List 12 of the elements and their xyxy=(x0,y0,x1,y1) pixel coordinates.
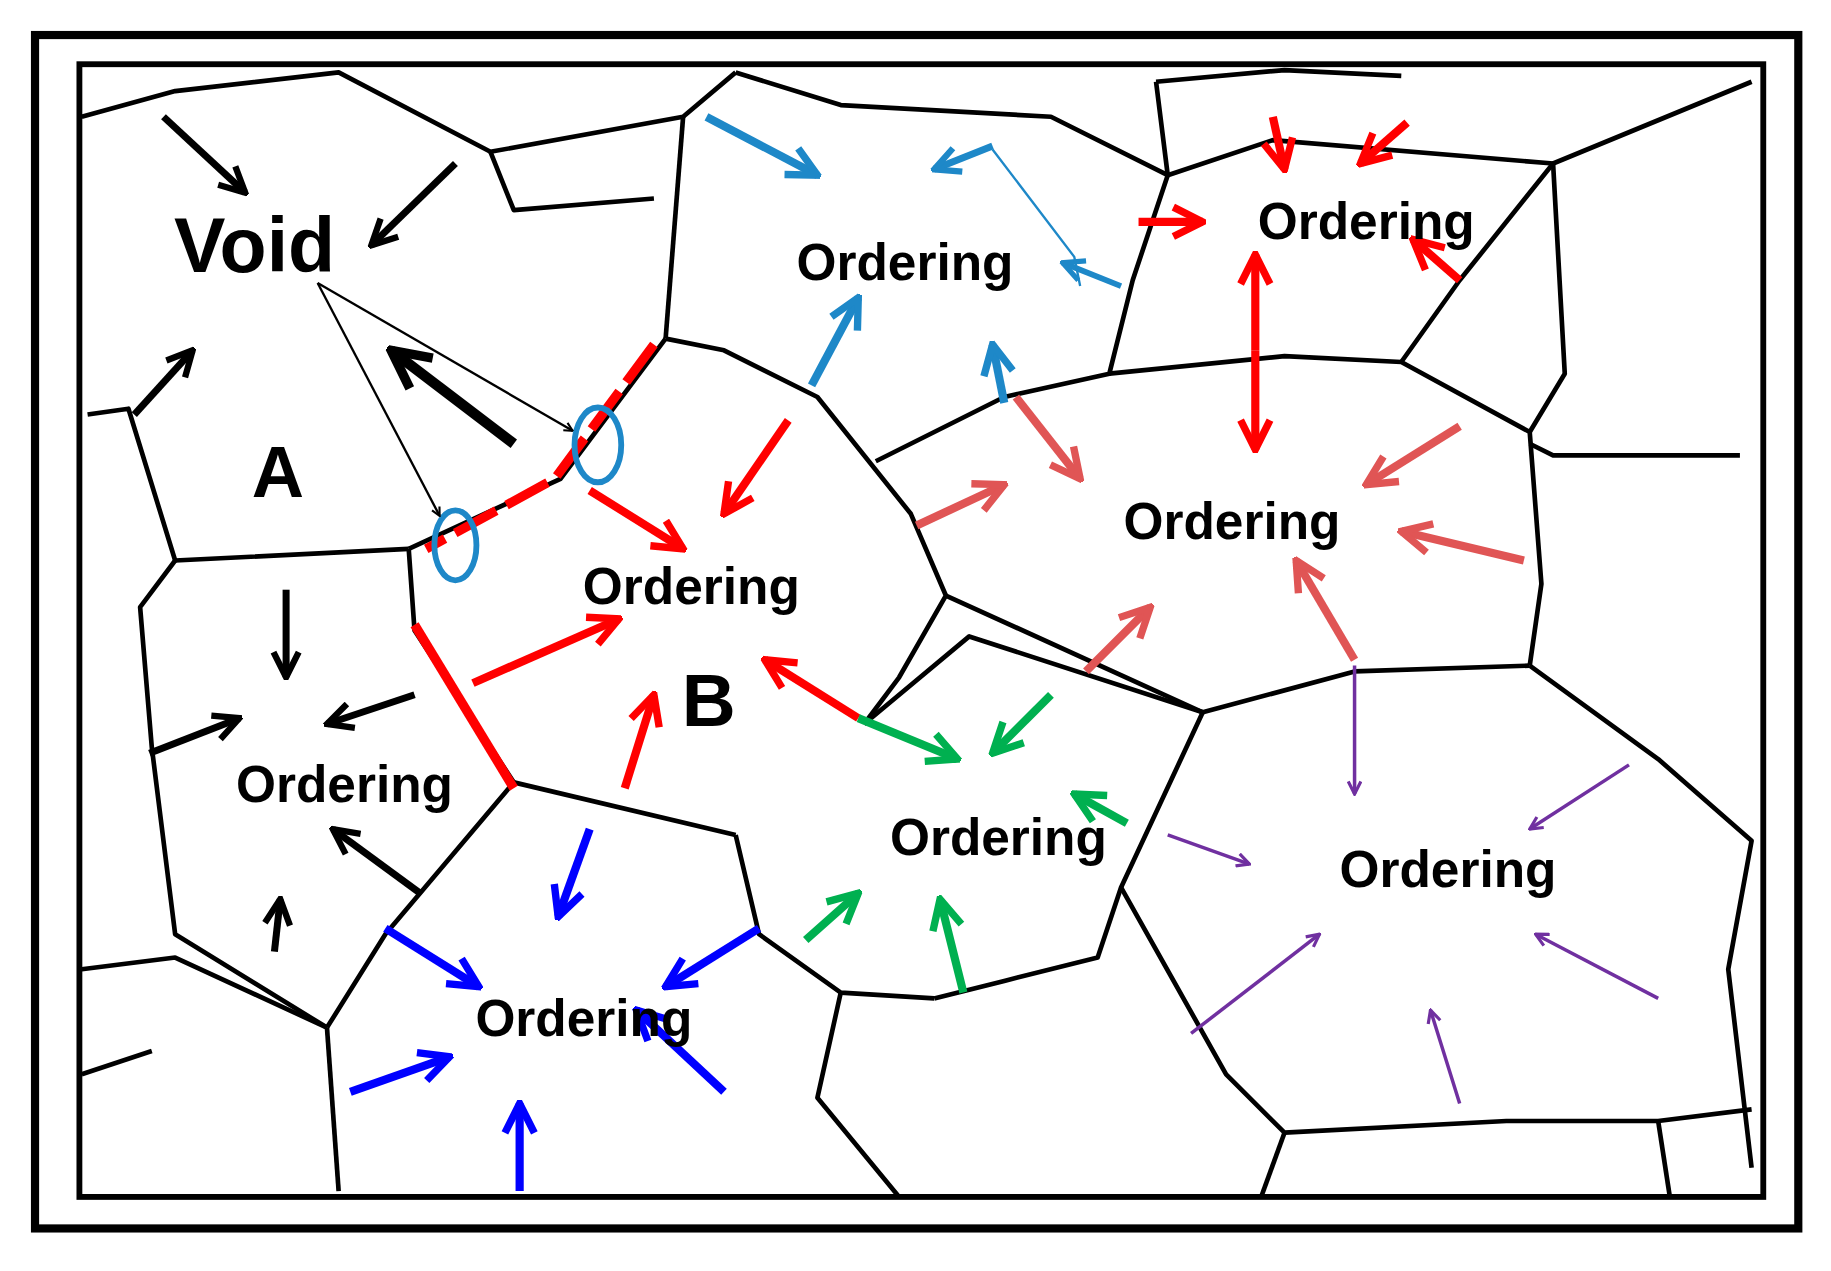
grain-label: Ordering xyxy=(1339,844,1557,896)
grain-label: Ordering xyxy=(796,237,1014,289)
grain-label: Ordering xyxy=(1123,496,1341,548)
region-letter: A xyxy=(251,436,305,510)
grain-label: Ordering xyxy=(1257,196,1475,248)
leader-arrow xyxy=(317,281,574,432)
circle-marker xyxy=(571,404,625,486)
circle-marker xyxy=(431,507,480,584)
grain-label: Ordering xyxy=(236,759,453,811)
leader-arrow xyxy=(316,282,441,517)
region-letter: B xyxy=(681,663,736,738)
void-label: Void xyxy=(173,206,336,284)
